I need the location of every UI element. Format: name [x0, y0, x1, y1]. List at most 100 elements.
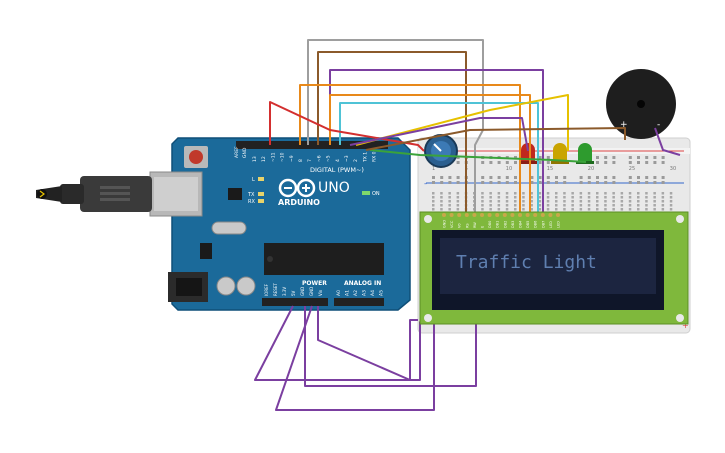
wire[interactable]: [329, 94, 531, 214]
lcd-pin[interactable]: [525, 213, 530, 217]
power-pin-label: Vin: [318, 289, 323, 296]
digital-pin-label: ~6: [316, 155, 322, 162]
lcd-pin-label: DB4: [519, 220, 523, 228]
lcd-pin-label: DB2: [503, 221, 507, 228]
analog-pin-label: A4: [370, 290, 376, 296]
power-pin-label: 5V: [291, 290, 296, 296]
reset-button[interactable]: [184, 146, 208, 168]
lcd-pin[interactable]: [540, 213, 545, 217]
lcd-pin[interactable]: [548, 213, 553, 217]
wire[interactable]: [369, 149, 587, 163]
column-label: 1: [432, 166, 435, 172]
analog-pin-label: A3: [362, 290, 368, 296]
on-led-label: ON: [372, 191, 380, 197]
lcd-pin-label: DB3: [511, 221, 515, 228]
digital-pin-label: ~10: [280, 152, 286, 162]
wire[interactable]: [654, 127, 681, 156]
lcd-pin[interactable]: [449, 213, 454, 217]
lcd-screen: [440, 238, 656, 294]
wire[interactable]: [365, 127, 626, 151]
buzzer-plus-label: +: [620, 120, 628, 130]
wire[interactable]: [349, 117, 529, 152]
digital-pin-label: 13: [252, 156, 258, 162]
analog-pin-label: A5: [379, 290, 385, 296]
lcd-pin-label: DB7: [541, 221, 545, 228]
wires: [254, 39, 681, 411]
power-pin-label: GND: [300, 287, 305, 296]
lcd-pin[interactable]: [480, 213, 484, 217]
lcd-pin[interactable]: [495, 213, 500, 217]
pin-label-aref: AREF: [234, 146, 240, 158]
lcd-pin[interactable]: [442, 213, 446, 217]
lcd-pin-label: V0: [458, 223, 462, 228]
rail-minus-label: -: [424, 179, 427, 188]
wire[interactable]: [275, 305, 435, 411]
column-label: 25: [629, 166, 635, 172]
lcd-pin-label: VCC: [450, 220, 454, 228]
rx-led: [258, 199, 264, 203]
power-jack: [168, 272, 208, 302]
potentiometer[interactable]: [424, 134, 458, 168]
atmega-chip: [264, 243, 384, 275]
lcd-pin-label: E: [481, 226, 485, 228]
power-header-label: POWER: [302, 280, 327, 287]
tx-label: TX: [247, 192, 255, 198]
lcd-pin-label: DB1: [496, 221, 500, 228]
analog-pin-label: A1: [345, 290, 351, 296]
wire[interactable]: [304, 306, 477, 387]
lcd-pin[interactable]: [502, 213, 507, 217]
lcd-pin-label: DB5: [526, 221, 530, 228]
digital-pin-label: ~3: [344, 155, 350, 162]
small-ic: [228, 188, 242, 200]
digital-pin-label: 12: [261, 156, 267, 162]
digital-pin-label: 2: [353, 159, 359, 162]
lcd-text: Traffic Light: [456, 252, 597, 273]
buzzer-minus-label: -: [657, 120, 660, 130]
analog-pin-label: A2: [353, 290, 359, 296]
column-label: 20: [588, 166, 594, 172]
lcd-pin[interactable]: [487, 213, 492, 217]
power-pin-label: 3.3V: [282, 287, 287, 296]
power-pin-label: RESET: [273, 283, 278, 296]
arduino-uno-board[interactable]: ARDUINO UNO DIGITAL (PWM~) POWER ANALOG …: [36, 137, 411, 311]
digital-pin-label: ~11: [270, 152, 276, 162]
wire[interactable]: [317, 51, 467, 214]
arduino-model-label: UNO: [318, 180, 350, 196]
wire[interactable]: [254, 305, 428, 381]
lcd-pin[interactable]: [556, 213, 560, 217]
lcd-pin[interactable]: [457, 213, 462, 217]
column-label: 30: [670, 166, 676, 172]
voltage-regulator: [200, 243, 212, 259]
lcd-pin-label: LED: [557, 221, 561, 228]
lcd-pin[interactable]: [518, 213, 522, 217]
power-header[interactable]: [262, 298, 328, 306]
power-pin-label: GND: [309, 287, 314, 296]
piezo-buzzer[interactable]: + -: [606, 69, 676, 139]
analog-header[interactable]: [334, 298, 384, 306]
column-label: 15: [547, 166, 553, 172]
lcd-pin[interactable]: [533, 213, 538, 217]
capacitor: [216, 276, 236, 296]
lcd-pin[interactable]: [510, 213, 515, 217]
digital-header-label: DIGITAL (PWM~): [310, 166, 364, 174]
wire[interactable]: [269, 101, 425, 152]
lcd-pin[interactable]: [472, 213, 477, 217]
led-yellow[interactable]: [551, 143, 569, 164]
digital-header[interactable]: [236, 141, 388, 149]
pin-label-gnd: GND: [242, 147, 248, 158]
crystal-oscillator: [211, 221, 247, 235]
lcd-pin-label: RS: [465, 223, 469, 228]
led-red[interactable]: [519, 143, 537, 164]
capacitor: [236, 276, 256, 296]
lcd-pin[interactable]: [464, 213, 469, 217]
wire[interactable]: [355, 94, 569, 151]
wire[interactable]: [317, 306, 418, 381]
digital-pin-label: ~9: [289, 155, 295, 162]
digital-pin-label: TX 1: [362, 152, 368, 163]
digital-pin-label: 4: [335, 159, 341, 162]
